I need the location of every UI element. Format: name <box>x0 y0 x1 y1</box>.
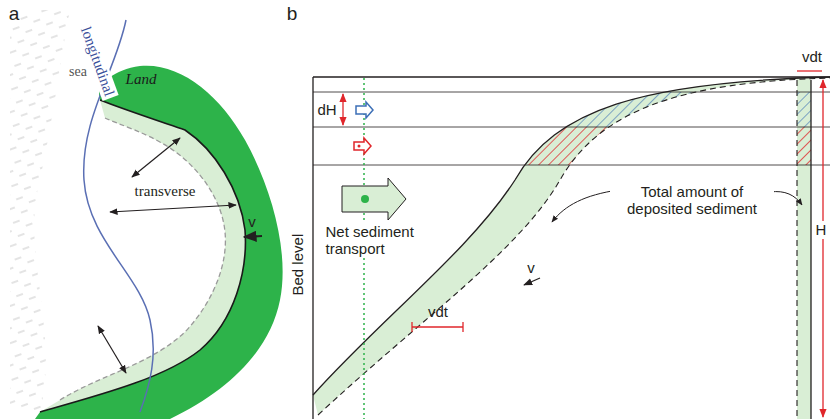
coast-map <box>10 10 283 419</box>
velocity-label: v <box>527 259 535 276</box>
bed-profile <box>313 71 830 419</box>
dimension-label: vdt <box>802 48 822 65</box>
dimension-label: dH <box>317 101 336 118</box>
region-label: sea <box>69 64 87 80</box>
panel-letter: b <box>287 3 298 25</box>
arrow-caption: Net sediment transport <box>324 223 433 258</box>
region-label: Land <box>126 71 157 88</box>
callout-text: Total amount of deposited sediment <box>610 183 774 218</box>
axis-label: Bed level <box>289 234 306 296</box>
axis-label: longitudinal <box>76 23 118 101</box>
velocity-label: v <box>248 213 256 230</box>
axis-label: transverse <box>133 183 198 200</box>
panel-letter: a <box>9 3 20 25</box>
dimension-label: vdt <box>428 303 448 320</box>
dimension-label: H <box>814 221 829 238</box>
